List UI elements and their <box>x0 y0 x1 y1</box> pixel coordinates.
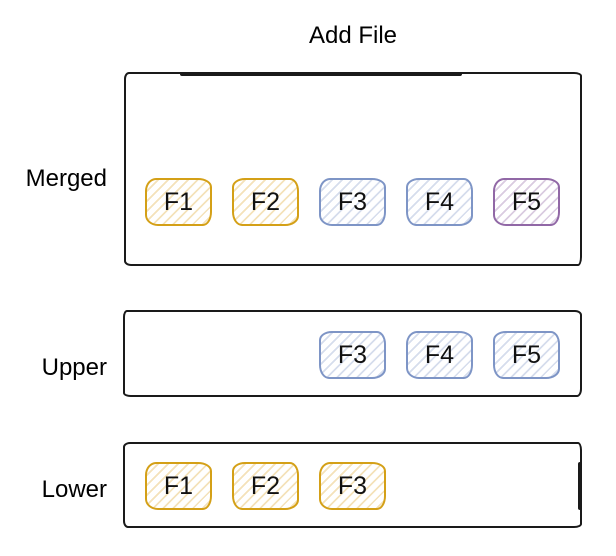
file-upper-f5: F5 <box>493 331 560 379</box>
file-upper-f4: F4 <box>406 331 473 379</box>
file-merged-f3: F3 <box>319 178 386 226</box>
file-label: F1 <box>163 187 194 216</box>
layer-label-merged: Merged <box>25 165 107 192</box>
file-label: F3 <box>337 340 368 369</box>
file-merged-f5: F5 <box>493 178 560 226</box>
file-merged-f1: F1 <box>145 178 212 226</box>
file-upper-f3: F3 <box>319 331 386 379</box>
file-label: F2 <box>250 471 281 500</box>
file-merged-f2: F2 <box>232 178 299 226</box>
file-lower-f1: F1 <box>145 462 212 510</box>
file-lower-f3: F3 <box>319 462 386 510</box>
file-label: F1 <box>163 471 194 500</box>
file-label: F4 <box>424 187 455 216</box>
file-lower-f2: F2 <box>232 462 299 510</box>
layer-box-merged <box>124 72 582 266</box>
file-label: F4 <box>424 340 455 369</box>
file-label: F2 <box>250 187 281 216</box>
diagram-title: Add File <box>308 22 398 49</box>
file-label: F5 <box>511 187 542 216</box>
layer-label-lower: Lower <box>41 476 107 503</box>
file-label: F5 <box>511 340 542 369</box>
file-label: F3 <box>337 187 368 216</box>
file-merged-f4: F4 <box>406 178 473 226</box>
file-label: F3 <box>337 471 368 500</box>
layer-label-upper: Upper <box>41 354 107 381</box>
